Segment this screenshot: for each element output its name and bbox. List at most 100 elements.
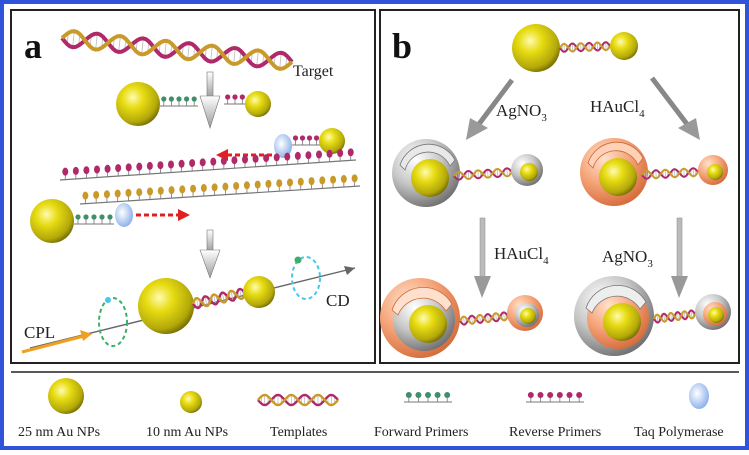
legend-label-templates: Templates [270,425,327,440]
nucleotide [179,160,185,168]
polarization-dot [295,257,302,264]
nucleotide [62,168,68,176]
nucleotide [309,177,315,185]
nucleotide [147,162,153,170]
nucleotide [200,158,206,166]
nucleotide [105,165,111,173]
large-au-np-core [409,305,447,343]
nucleotide [255,181,261,189]
nucleotide [210,158,216,166]
nucleotide [253,155,259,163]
primer-base [538,392,544,398]
nucleotide [284,153,290,161]
primer-base [83,214,88,219]
primer-base [528,392,534,398]
nucleotide [212,183,218,191]
cpl-label: CPL [24,323,55,342]
reverse-primer [224,94,246,104]
nucleotide [265,180,271,188]
primer-base [547,392,553,398]
nucleotide [158,187,164,195]
nucleotide [168,161,174,169]
nucleotide [244,181,250,189]
primer-base [406,392,412,398]
nucleotide [330,176,336,184]
primer-base [576,392,582,398]
primer-base [161,96,166,101]
nucleotide [352,174,358,182]
large-au-np-icon [48,378,84,414]
nucleotide [231,156,237,164]
nucleotide [82,192,88,200]
base-pair [497,169,498,177]
primer-base [192,96,197,101]
nucleotide [319,176,325,184]
small-au-np [243,276,275,308]
nucleotide [94,166,100,174]
primer-base [169,96,174,101]
nucleotide [295,152,301,160]
nucleotide [298,178,304,186]
nucleotide [242,156,248,164]
target-label: Target [293,63,334,80]
large-au-np [116,82,160,126]
primer-base [293,135,298,140]
nucleotide [104,190,110,198]
primer-base [314,135,319,140]
nucleotide [126,163,132,171]
small-au-np-core [520,163,538,181]
nucleotide [316,151,322,159]
nucleotide [263,154,269,162]
primer-base [225,94,230,99]
cd-label: CD [326,291,350,310]
small-au-np-core [520,308,536,324]
nucleotide [169,186,175,194]
primer-base [99,214,104,219]
small-au-np-icon [180,391,202,413]
legend-label-25nm: 25 nm Au NPs [18,425,100,440]
nucleotide [136,163,142,171]
primer-base [415,392,421,398]
taq-polymerase-icon [115,203,133,227]
primer-base [91,214,96,219]
nucleotide [136,188,142,196]
nucleotide [221,157,227,165]
polarization-dot [105,297,111,303]
nucleotide [73,167,79,175]
primer-base [435,392,441,398]
primer-base [300,135,305,140]
taq-polymerase-icon [689,383,709,409]
nucleotide [287,179,293,187]
large-au-np [512,24,560,72]
nucleotide [115,190,121,198]
primer-base [307,135,312,140]
nucleotide [341,175,347,183]
large-au-np [30,199,74,243]
small-au-np-core [707,164,723,180]
small-au-np [245,91,271,117]
large-au-np-core [411,159,449,197]
primer-base [107,214,112,219]
nucleotide [83,166,89,174]
nucleotide [233,182,239,190]
nucleotide [348,148,354,156]
panel-a-label: a [24,26,42,66]
base-pair [488,170,489,178]
primer-base [567,392,573,398]
primer-base [176,96,181,101]
nucleotide [147,188,153,196]
base-pair [468,171,469,179]
panel-b-label: b [392,26,412,66]
primer-base [425,392,431,398]
primer-base [75,214,80,219]
primer-base [240,94,245,99]
large-au-np-core [599,158,637,196]
nucleotide [190,185,196,193]
nucleotide [125,189,131,197]
small-au-np-core [708,307,724,323]
base-pair [459,172,460,180]
large-au-np-core [603,303,641,341]
nucleotide [274,153,280,161]
primer-base [557,392,563,398]
